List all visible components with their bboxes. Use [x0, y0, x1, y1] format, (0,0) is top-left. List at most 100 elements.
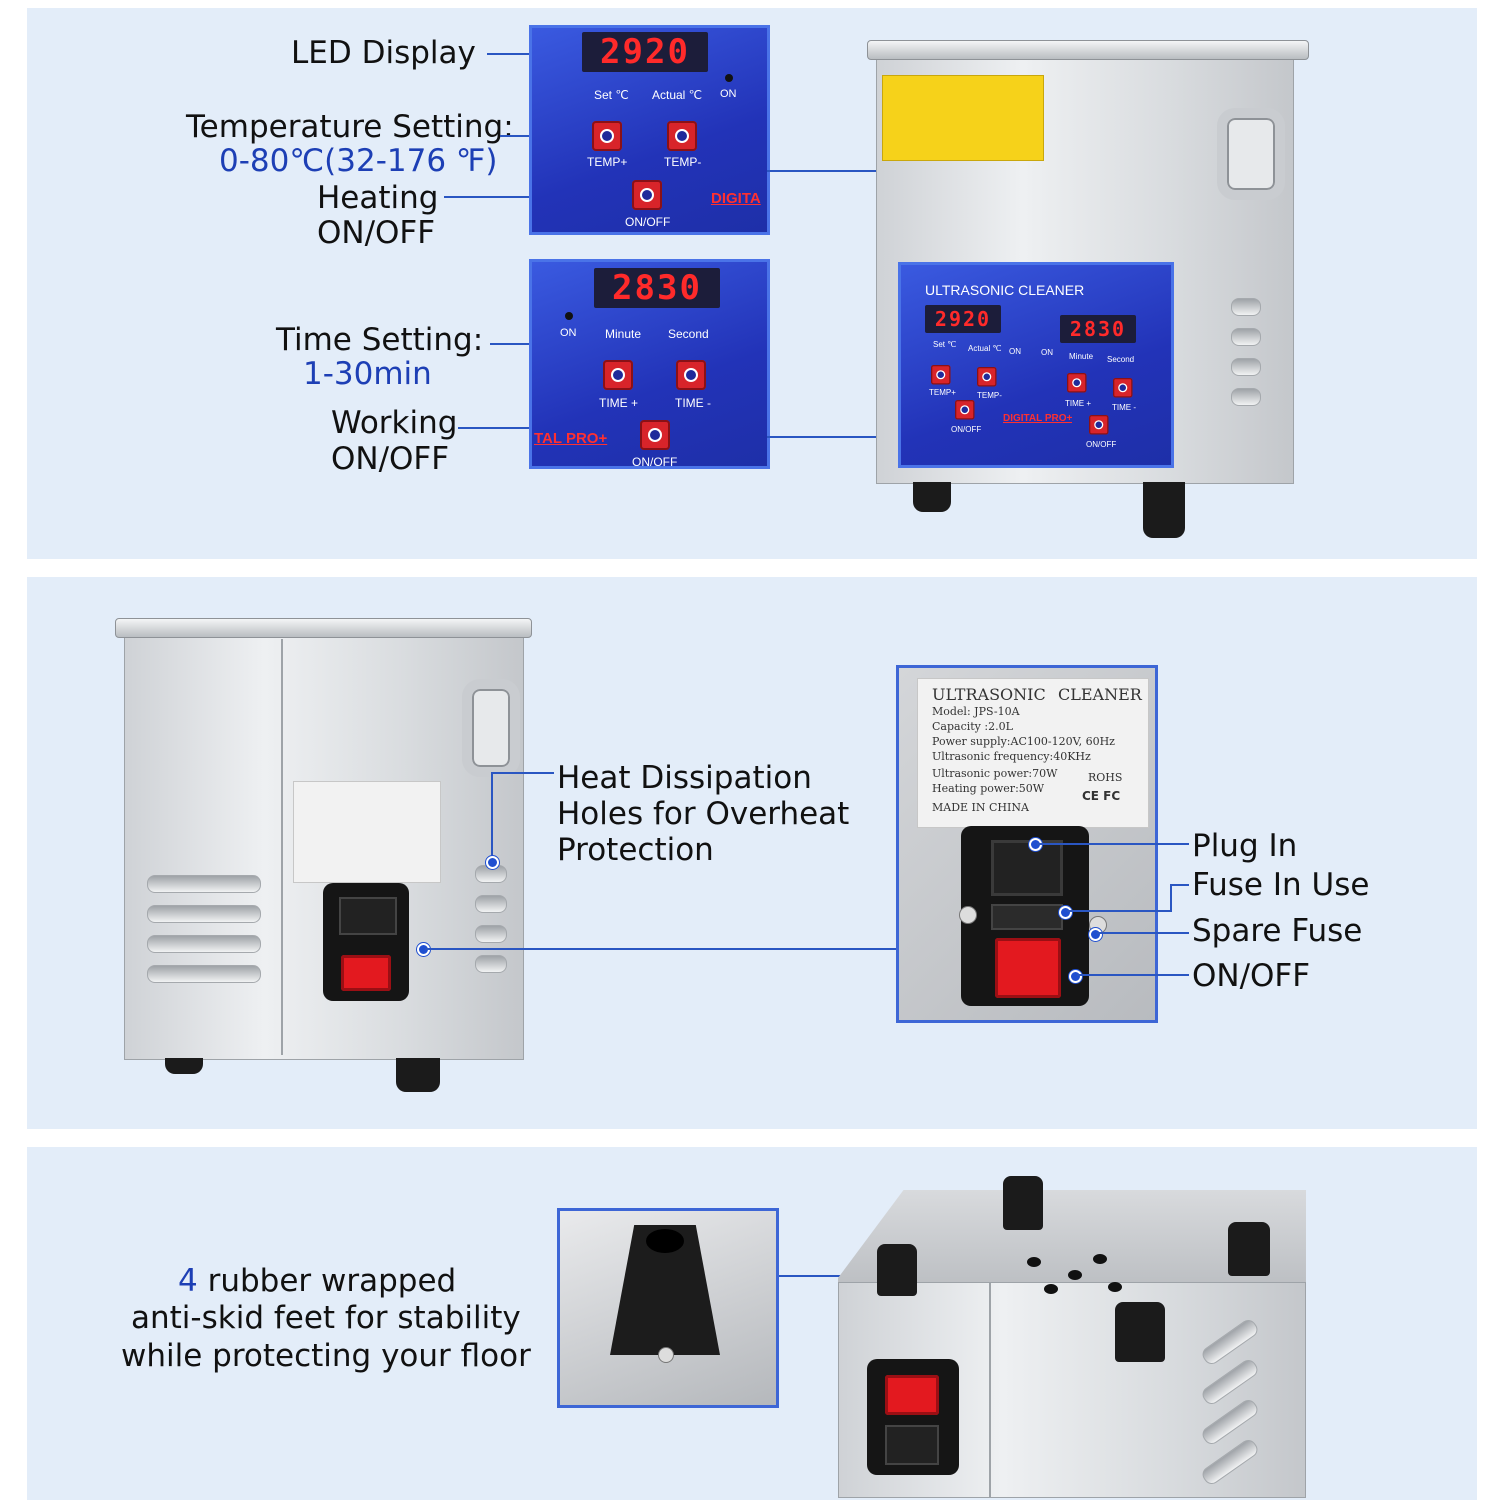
rubber-foot — [165, 1058, 203, 1074]
side-vent — [1231, 388, 1261, 406]
warning-sticker — [882, 75, 1044, 161]
tank-rim — [115, 618, 532, 638]
label-model: Model: JPS-10A — [932, 705, 1020, 718]
leader-line — [1170, 884, 1189, 886]
mounting-screw — [959, 906, 977, 924]
leader-line — [1037, 843, 1189, 845]
rear-closeup: ULTRASONIC CLEANER Model: JPS-10A Capaci… — [896, 665, 1158, 1023]
rubber-foot — [396, 1058, 440, 1092]
device-time-display: 2830 — [1060, 315, 1136, 343]
device-on-label: ON — [1041, 348, 1053, 357]
side-handle — [462, 679, 520, 777]
device-temp-minus-label: TEMP- — [977, 391, 1002, 400]
label-title-left: ULTRASONIC — [932, 685, 1046, 704]
label-ultrasonic-power: Ultrasonic power:70W — [932, 767, 1058, 780]
bottom-vent-hole — [1093, 1254, 1107, 1264]
callout-on-off: ON/OFF — [1192, 958, 1311, 994]
power-switch-closeup[interactable] — [995, 938, 1061, 998]
device-bottom-body — [838, 1282, 1306, 1498]
connector-line — [425, 948, 898, 950]
rating-label: ULTRASONIC CLEANER Model: JPS-10A Capaci… — [917, 678, 1149, 828]
label-title-right: CLEANER — [1058, 685, 1142, 704]
time-plus-label: TIME + — [599, 396, 639, 410]
leader-line — [1170, 884, 1172, 912]
leader-dot — [1059, 906, 1072, 919]
device-on-label: ON — [1009, 347, 1021, 356]
callout-feet-line1: 4 rubber wrapped — [178, 1263, 456, 1299]
device-minute-label: Minute — [1069, 352, 1094, 361]
panel-seam — [281, 639, 283, 1055]
feet-count: 4 — [178, 1263, 198, 1299]
label-frequency: Ultrasonic frequency:40KHz — [932, 750, 1091, 763]
rubber-foot — [877, 1244, 917, 1296]
brand-logo-text: DIGITA — [711, 190, 761, 207]
rubber-foot — [1228, 1222, 1270, 1276]
actual-label: Actual ℃ — [652, 88, 703, 102]
device-onoff-label: ON/OFF — [951, 425, 982, 434]
side-vent — [1231, 358, 1261, 376]
device-time-minus-label: TIME - — [1112, 403, 1136, 412]
connector-line — [767, 170, 955, 172]
rubber-foot — [1003, 1176, 1043, 1230]
foot-closeup — [557, 1208, 779, 1408]
working-power-button[interactable] — [640, 420, 670, 450]
side-vent — [1231, 328, 1261, 346]
temp-down-button[interactable] — [667, 121, 697, 151]
side-vent — [147, 935, 261, 953]
label-power-supply: Power supply:AC100-120V, 60Hz — [932, 735, 1115, 748]
device-onoff-label: ON/OFF — [1086, 440, 1117, 449]
device-temp-up-button[interactable] — [931, 365, 951, 385]
callout-heating: Heating — [317, 180, 439, 216]
bottom-vent-hole — [1068, 1270, 1082, 1280]
temperature-led-display: 2920 — [582, 32, 708, 72]
time-down-button[interactable] — [676, 360, 706, 390]
device-working-power-button[interactable] — [1089, 415, 1109, 435]
callout-heat-protection: Protection — [557, 832, 714, 868]
device-temp-down-button[interactable] — [977, 367, 997, 387]
on-label: ON — [720, 88, 737, 100]
bottom-vent-hole — [1027, 1257, 1041, 1267]
device-brand-text: DIGITAL PRO+ — [1003, 413, 1073, 424]
callout-feet-line2: anti-skid feet for stability — [131, 1300, 521, 1336]
connector-line — [779, 1275, 871, 1277]
device-time-plus-label: TIME + — [1065, 399, 1092, 408]
heating-onoff-label: ON/OFF — [625, 215, 671, 229]
rubber-foot — [1143, 482, 1185, 538]
tank-rim — [867, 40, 1309, 60]
ultrasonic-cleaner-rear — [124, 634, 524, 1060]
leader-line — [1077, 974, 1189, 976]
callout-fuse-in-use: Fuse In Use — [1192, 867, 1370, 903]
rear-power-switch[interactable] — [341, 955, 391, 991]
leader-line — [492, 772, 554, 774]
device-set-label: Set ℃ — [933, 340, 957, 349]
temp-up-button[interactable] — [592, 121, 622, 151]
rubber-foot — [1115, 1302, 1165, 1362]
side-vent — [1231, 298, 1261, 316]
time-up-button[interactable] — [603, 360, 633, 390]
device-second-label: Second — [1107, 355, 1135, 364]
power-inlet-inverted — [885, 1425, 939, 1465]
on-indicator-light — [725, 74, 733, 82]
on-indicator-light — [565, 312, 573, 320]
foot-screw — [658, 1347, 674, 1363]
side-vent — [147, 905, 261, 923]
device-heating-power-button[interactable] — [955, 400, 975, 420]
leader-line — [491, 772, 493, 860]
fuse-holder[interactable] — [991, 904, 1063, 930]
power-switch-inverted[interactable] — [885, 1375, 939, 1415]
power-inlet-closeup — [991, 840, 1063, 896]
leader-line — [1067, 910, 1171, 912]
leader-line — [1097, 932, 1189, 934]
device-time-down-button[interactable] — [1113, 378, 1133, 398]
device-temp-display: 2920 — [925, 305, 1001, 333]
callout-heat-holes: Holes for Overheat — [557, 796, 850, 832]
callout-temperature-setting: Temperature Setting: — [186, 109, 514, 145]
device-time-up-button[interactable] — [1067, 373, 1087, 393]
temperature-control-panel: 2920 Set ℃ Actual ℃ ON TEMP+ TEMP- ON/OF… — [529, 25, 770, 235]
heating-power-button[interactable] — [632, 180, 662, 210]
device-temp-plus-label: TEMP+ — [929, 388, 956, 397]
brand-logo-text: TAL PRO+ — [534, 430, 608, 447]
label-certification-marks: CE FC — [1082, 789, 1121, 803]
time-minus-label: TIME - — [675, 396, 711, 410]
bottom-vent-hole — [1044, 1284, 1058, 1294]
